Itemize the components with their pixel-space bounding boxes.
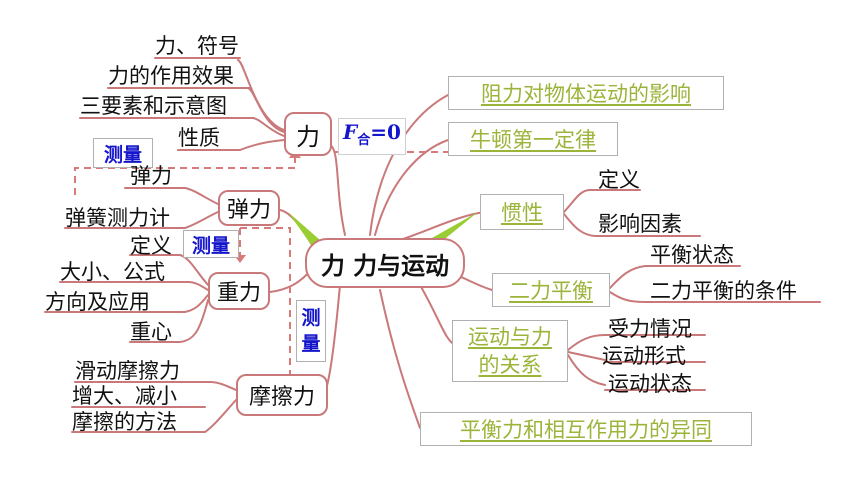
friction-measure-char-1: 测 [301,307,321,329]
motion-item-state: 运动状态 [608,372,692,396]
motion-item-form: 运动形式 [602,344,686,368]
gravity-item-center: 重心 [130,320,172,344]
center-node: 力 力与运动 [305,238,465,288]
gravity-measure-label: 测量 [183,230,239,258]
net-force-formula: F合=0 [338,118,406,155]
force-item-elements: 三要素和示意图 [80,94,227,118]
newton-first-law-node: 牛顿第一定律 [448,122,618,156]
force-item-symbol: 力、符号 [155,34,239,58]
force-item-effect: 力的作用效果 [108,64,234,88]
gravity-item-size-formula: 大小、公式 [60,260,165,284]
friction-item-method: 摩擦的方法 [72,410,177,434]
balance-item-conditions: 二力平衡的条件 [650,279,797,303]
gravity-item-direction: 方向及应用 [45,290,150,314]
elastic-item-elastic: 弹力 [130,164,172,188]
inertia-node: 惯性 [480,194,564,230]
gravity-node: 重力 [208,272,270,310]
friction-item-sliding: 滑动摩擦力 [75,359,180,383]
force-item-nature: 性质 [178,126,220,150]
gravity-item-definition: 定义 [130,234,172,258]
friction-measure-label: 测 量 [296,300,326,362]
inertia-item-definition: 定义 [598,168,640,192]
motion-force-line-2: 的关系 [478,353,542,377]
friction-node: 摩擦力 [236,374,328,416]
balance-item-state: 平衡状态 [650,243,734,267]
two-force-balance-node: 二力平衡 [492,273,610,307]
elastic-item-spring-scale: 弹簧测力计 [65,206,170,230]
formula-rest: =0 [370,120,401,144]
force-node: 力 [284,112,332,156]
inertia-item-factors: 影响因素 [598,212,682,236]
formula-symbol: F [343,120,358,144]
motion-item-force-situation: 受力情况 [608,317,692,341]
formula-subscript: 合 [357,133,371,148]
motion-force-line-1: 运动与力 [468,325,552,349]
force-measure-label: 测量 [93,138,153,168]
balanced-vs-interaction-node: 平衡力和相互作用力的异同 [420,412,752,446]
motion-force-relation-node: 运动与力 的关系 [452,320,568,382]
friction-item-increase-decrease: 增大、减小 [72,384,177,408]
friction-measure-char-2: 量 [301,333,321,355]
resistance-effect-node: 阻力对物体运动的影响 [448,76,724,110]
elastic-node: 弹力 [218,190,280,226]
